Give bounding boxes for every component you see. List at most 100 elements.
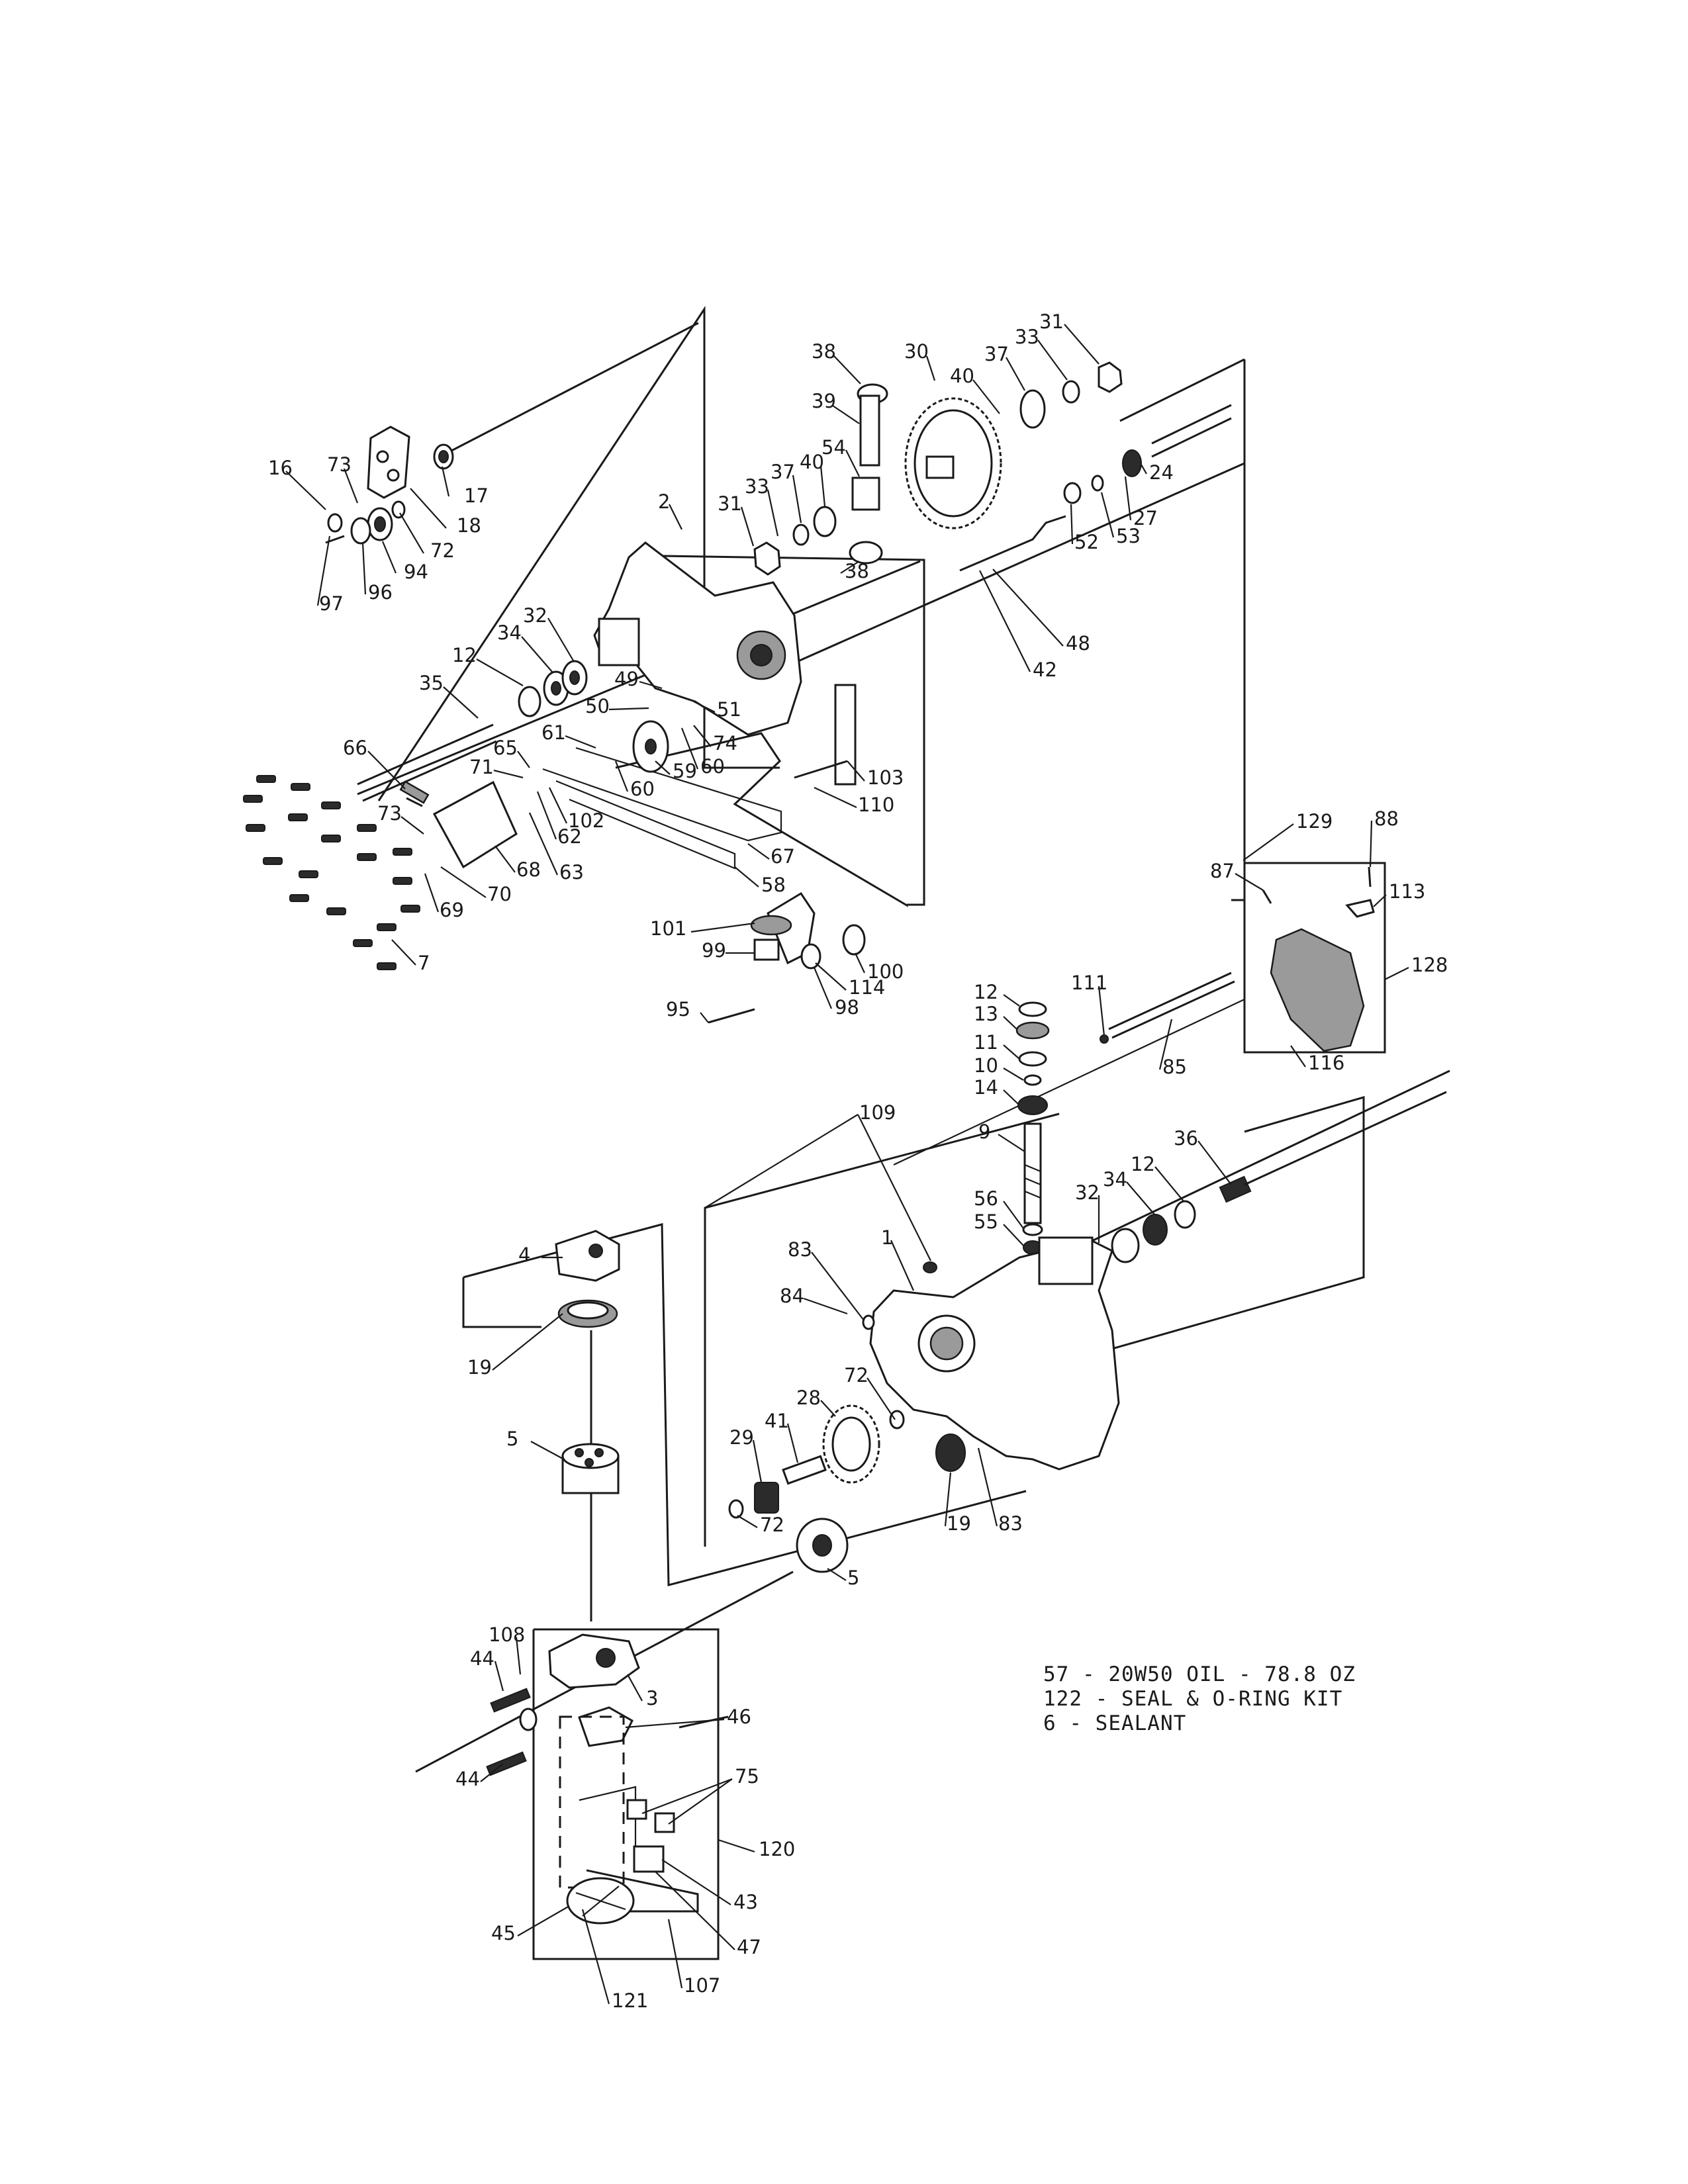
callout-83: 83 xyxy=(788,1238,812,1261)
callout-38: 38 xyxy=(812,340,836,363)
callout-43: 43 xyxy=(733,1891,758,1913)
callout-83: 83 xyxy=(998,1512,1023,1535)
callout-49: 49 xyxy=(614,668,639,690)
callout-51: 51 xyxy=(717,698,741,721)
pump-motor-stack xyxy=(555,1230,620,1494)
callout-44: 44 xyxy=(455,1768,480,1790)
callout-13: 13 xyxy=(974,1003,998,1025)
callout-28: 28 xyxy=(796,1387,821,1409)
callout-56: 56 xyxy=(974,1187,998,1210)
callout-66: 66 xyxy=(343,737,367,759)
callout-24: 24 xyxy=(1149,461,1174,484)
callout-116: 116 xyxy=(1308,1052,1344,1074)
callout-36: 36 xyxy=(1174,1127,1198,1150)
callout-111: 111 xyxy=(1071,972,1107,994)
callout-27: 27 xyxy=(1133,507,1158,529)
callout-72: 72 xyxy=(760,1514,784,1536)
callout-11: 11 xyxy=(974,1031,998,1054)
callout-128: 128 xyxy=(1411,954,1448,976)
bracket-assembly xyxy=(325,426,454,545)
note-oil: 57 - 20W50 OIL - 78.8 OZ xyxy=(1043,1662,1356,1686)
callout-2: 2 xyxy=(658,490,670,513)
callout-40: 40 xyxy=(800,451,824,473)
callout-114: 114 xyxy=(849,976,885,999)
callout-100: 100 xyxy=(867,960,904,983)
callout-55: 55 xyxy=(974,1210,998,1233)
callout-87: 87 xyxy=(1210,860,1235,882)
callout-65: 65 xyxy=(493,737,518,759)
spec-notes: 57 - 20W50 OIL - 78.8 OZ 122 - SEAL & O-… xyxy=(1043,1662,1356,1735)
left-shaft-assembly xyxy=(357,660,588,802)
callout-109: 109 xyxy=(859,1101,896,1124)
callout-41: 41 xyxy=(765,1410,789,1432)
callout-53: 53 xyxy=(1116,525,1141,547)
center-section xyxy=(486,1633,675,1925)
callout-48: 48 xyxy=(1066,632,1090,655)
callout-10: 10 xyxy=(974,1054,998,1077)
callout-68: 68 xyxy=(516,858,541,881)
callout-73: 73 xyxy=(377,802,402,825)
callout-37: 37 xyxy=(984,343,1009,365)
callout-34: 34 xyxy=(1103,1168,1127,1191)
callout-7: 7 xyxy=(418,952,430,974)
callout-19: 19 xyxy=(467,1356,492,1379)
callout-94: 94 xyxy=(404,561,428,583)
callout-120: 120 xyxy=(759,1838,795,1860)
callout-72: 72 xyxy=(844,1364,868,1387)
bolt-cluster xyxy=(243,775,430,970)
callout-103: 103 xyxy=(867,766,904,789)
callout-35: 35 xyxy=(419,672,444,694)
callout-29: 29 xyxy=(729,1426,754,1449)
callout-42: 42 xyxy=(1033,659,1057,681)
callout-52: 52 xyxy=(1074,531,1099,553)
callout-3: 3 xyxy=(646,1687,658,1709)
callout-47: 47 xyxy=(737,1936,761,1958)
callout-88: 88 xyxy=(1374,807,1399,830)
callout-73: 73 xyxy=(327,453,352,476)
callout-5: 5 xyxy=(847,1567,859,1589)
vertical-shaft-stack xyxy=(1015,972,1235,1255)
callout-9: 9 xyxy=(978,1120,990,1143)
callout-129: 129 xyxy=(1296,810,1333,833)
callout-102: 102 xyxy=(568,809,604,832)
callout-75: 75 xyxy=(735,1765,759,1788)
callout-60: 60 xyxy=(700,755,725,778)
callout-44: 44 xyxy=(470,1647,494,1670)
callout-96: 96 xyxy=(368,581,393,604)
callout-37: 37 xyxy=(771,461,795,483)
callout-61: 61 xyxy=(541,721,566,744)
callout-33: 33 xyxy=(1015,326,1039,348)
callout-46: 46 xyxy=(727,1706,751,1728)
callout-31: 31 xyxy=(718,492,742,515)
callout-38: 38 xyxy=(845,560,869,582)
callout-45: 45 xyxy=(491,1922,516,1944)
callout-31: 31 xyxy=(1039,310,1064,333)
callout-110: 110 xyxy=(858,794,894,816)
callout-16: 16 xyxy=(268,457,293,479)
callout-12: 12 xyxy=(452,644,477,666)
callout-107: 107 xyxy=(684,1974,720,1997)
callout-40: 40 xyxy=(950,365,974,387)
callout-99: 99 xyxy=(702,939,726,962)
callout-18: 18 xyxy=(457,514,481,537)
callout-39: 39 xyxy=(812,390,836,412)
note-seal-kit: 122 - SEAL & O-RING KIT xyxy=(1043,1687,1342,1711)
callout-32: 32 xyxy=(1075,1181,1100,1204)
callout-97: 97 xyxy=(319,592,344,615)
lower-housing xyxy=(869,1236,1120,1471)
callout-74: 74 xyxy=(713,732,737,754)
output-shaft-upper xyxy=(959,404,1232,572)
callout-59: 59 xyxy=(673,760,697,782)
upper-housing xyxy=(593,541,802,736)
callout-84: 84 xyxy=(780,1285,804,1307)
cover-assembly xyxy=(1262,866,1375,1052)
callout-54: 54 xyxy=(821,436,846,459)
callout-30: 30 xyxy=(904,340,929,363)
callout-19: 19 xyxy=(947,1512,971,1535)
callout-14: 14 xyxy=(974,1076,998,1099)
leader-lines xyxy=(285,324,1409,2005)
callout-62: 62 xyxy=(557,825,582,848)
callout-34: 34 xyxy=(497,621,522,644)
